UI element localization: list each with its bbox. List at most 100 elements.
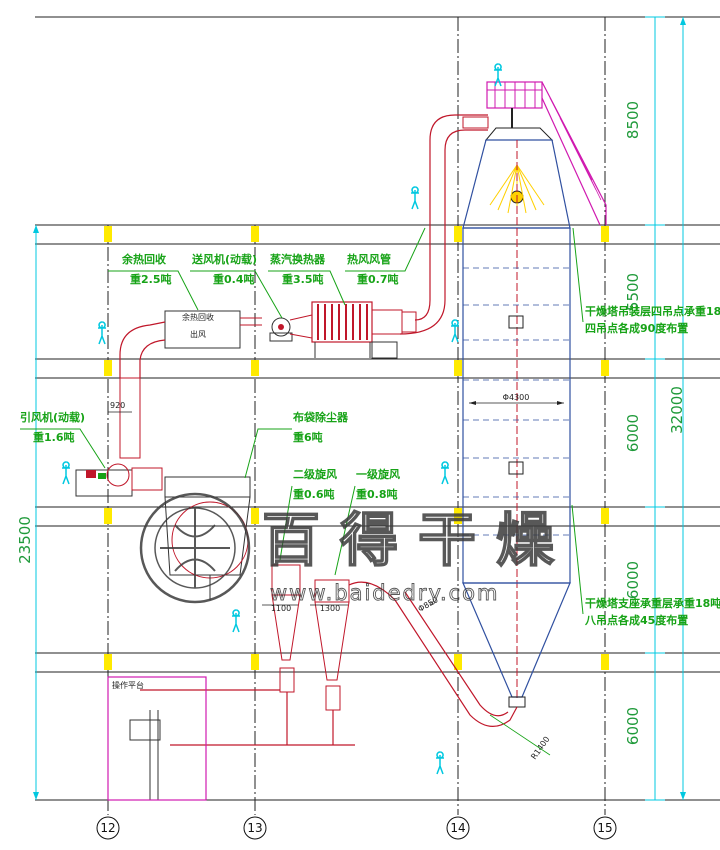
svg-text:干燥塔吊装层四吊点承重18吨: 干燥塔吊装层四吊点承重18吨: [585, 304, 720, 318]
cyclone-1300-label: 1300: [320, 604, 340, 613]
column-marker: [454, 654, 462, 670]
svg-text:送风机(动载): 送风机(动载): [191, 252, 257, 266]
dim-seg-5500: 5500: [624, 273, 642, 311]
column-marker: [104, 654, 112, 670]
pipe-920-label: 920: [110, 401, 125, 410]
label-hot-air-duct: 热风风管 重0.7吨: [345, 227, 426, 286]
dim-seg-6000-b: 6000: [624, 561, 642, 599]
label-induced-fan: 引风机(动载) 重1.6吨: [20, 410, 106, 469]
svg-text:干燥塔支座承重层承重18吨: 干燥塔支座承重层承重18吨: [585, 596, 720, 610]
axis-bubble-14: 14: [446, 816, 470, 840]
person-figure-icon: [441, 461, 449, 485]
watermark: 百得干燥 www.baidedry.com: [139, 492, 574, 605]
axis-bubbles: 12 13 14 15: [96, 816, 617, 840]
cyclone-1100-label: 1100: [271, 604, 291, 613]
bend-radius-label: R1400: [529, 735, 551, 761]
dim-seg-6000-a: 6000: [624, 414, 642, 452]
label-heat-recovery: 余热回收 重2.5吨: [108, 252, 199, 311]
supply-fan: [269, 314, 313, 342]
tower-outlet-duct: Φ850 R1400: [394, 591, 552, 761]
svg-text:重0.7吨: 重0.7吨: [357, 272, 399, 286]
person-figure-icon: [98, 321, 106, 345]
svg-text:重0.4吨: 重0.4吨: [213, 272, 255, 286]
svg-text:布袋除尘器: 布袋除尘器: [293, 410, 349, 424]
svg-text:重1.6吨: 重1.6吨: [33, 430, 75, 444]
svg-text:热风风管: 热风风管: [347, 252, 391, 266]
column-marker: [601, 360, 609, 376]
dim-left-total: 23500: [16, 516, 34, 564]
watermark-text: 百得干燥: [262, 506, 574, 574]
label-bag-filter: 布袋除尘器 重6吨: [244, 410, 349, 479]
svg-text:四吊点各成90度布置: 四吊点各成90度布置: [585, 321, 688, 335]
dim-right-total: 32000: [668, 386, 686, 434]
recovery-inner-label: 余热回收: [182, 312, 214, 322]
column-marker: [251, 360, 259, 376]
svg-text:重0.8吨: 重0.8吨: [356, 487, 398, 501]
axis-bubble-12: 12: [96, 816, 120, 840]
dim-seg-8500: 8500: [624, 101, 642, 139]
person-figure-icon: [451, 319, 459, 343]
cyclone-second: 1100: [262, 564, 301, 693]
svg-text:引风机(动载): 引风机(动载): [20, 410, 85, 424]
svg-text:余热回收: 余热回收: [121, 252, 166, 266]
steam-exchanger: [311, 301, 417, 359]
svg-text:12: 12: [100, 821, 115, 835]
label-tower-support-load: 干燥塔支座承重层承重18吨 八吊点各成45度布置: [571, 504, 720, 627]
label-supply-fan: 送风机(动载) 重0.4吨: [190, 252, 283, 319]
operating-platform: 操作平台: [107, 676, 207, 801]
person-figure-icon: [62, 461, 70, 485]
column-marker: [601, 654, 609, 670]
column-marker: [104, 360, 112, 376]
axis-bubble-15: 15: [593, 816, 617, 840]
induced-fan: [75, 463, 163, 497]
column-marker: [454, 360, 462, 376]
column-marker: [601, 508, 609, 524]
tower-diameter-label: Φ4300: [503, 393, 530, 402]
column-markers: [104, 226, 609, 670]
column-marker: [454, 508, 462, 524]
floor-lines: [35, 16, 720, 801]
svg-text:重2.5吨: 重2.5吨: [130, 272, 172, 286]
person-figure-icon: [494, 63, 502, 87]
column-marker: [601, 226, 609, 242]
grid-axes: [107, 17, 606, 815]
right-dimension: 8500 5500 6000 6000 6000 32000: [624, 16, 686, 801]
person-figure-icon: [411, 186, 419, 210]
label-cyclone-first: 一级旋风 重0.8吨: [334, 467, 400, 576]
svg-text:15: 15: [597, 821, 612, 835]
annotations: 余热回收 重2.5吨 送风机(动载) 重0.4吨 蒸汽换热器 重3.5吨 热风风…: [20, 227, 720, 627]
column-marker: [454, 226, 462, 242]
dim-seg-6000-c: 6000: [624, 707, 642, 745]
svg-text:13: 13: [247, 821, 262, 835]
column-marker: [251, 654, 259, 670]
svg-text:一级旋风: 一级旋风: [356, 467, 400, 481]
column-marker: [104, 508, 112, 524]
label-cyclone-second: 二级旋风 重0.6吨: [279, 467, 337, 561]
collection-piping: [129, 689, 355, 800]
column-marker: [104, 226, 112, 242]
svg-text:重0.6吨: 重0.6吨: [293, 487, 335, 501]
hot-air-duct: [399, 114, 489, 335]
heat-recovery-unit: 余热回收 出风: [164, 310, 262, 349]
person-figure-icon: [436, 751, 444, 775]
recovery-outlet-label: 出风: [190, 329, 206, 339]
svg-text:重6吨: 重6吨: [293, 430, 323, 444]
watermark-logo-icon: [139, 492, 251, 604]
left-dimension: 23500: [16, 225, 39, 800]
column-marker: [251, 226, 259, 242]
platform-label: 操作平台: [112, 680, 144, 690]
svg-text:八吊点各成45度布置: 八吊点各成45度布置: [584, 613, 688, 627]
svg-text:14: 14: [450, 821, 465, 835]
svg-text:蒸汽换热器: 蒸汽换热器: [270, 252, 326, 266]
label-steam-exchanger: 蒸汽换热器 重3.5吨: [268, 252, 346, 306]
drying-tower: Φ4300: [462, 81, 607, 708]
scale-figures: [62, 63, 502, 775]
axis-bubble-13: 13: [243, 816, 267, 840]
label-tower-top-load: 干燥塔吊装层四吊点承重18吨 四吊点各成90度布置: [572, 227, 720, 335]
watermark-url: www.baidedry.com: [270, 581, 499, 605]
person-figure-icon: [232, 609, 240, 633]
svg-text:重3.5吨: 重3.5吨: [282, 272, 324, 286]
column-marker: [251, 508, 259, 524]
svg-text:二级旋风: 二级旋风: [293, 467, 337, 481]
